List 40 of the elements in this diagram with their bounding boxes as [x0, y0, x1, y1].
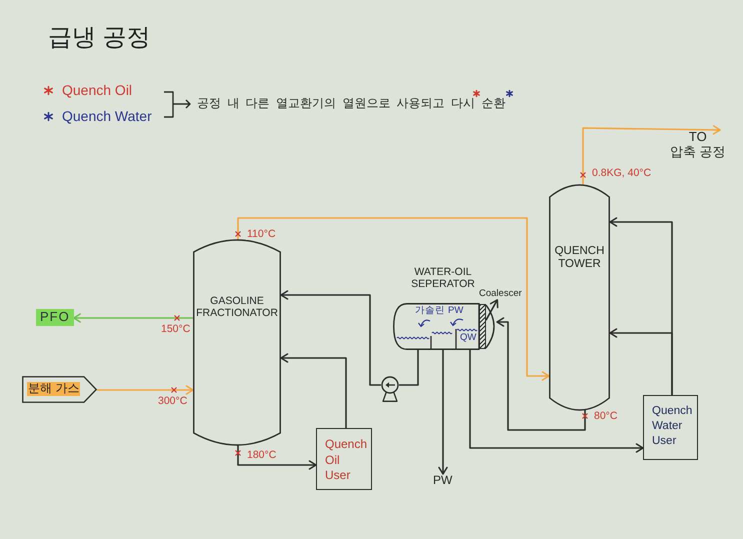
- part-label: Coalescer: [479, 289, 522, 300]
- stream-line: [399, 350, 419, 386]
- outlet-label: PW: [433, 474, 452, 488]
- product-tag: PFO: [36, 309, 74, 326]
- stream-arrow: [609, 328, 673, 395]
- stream-arrow: [582, 125, 721, 185]
- vessel-title: WATER-OIL SEPERATOR: [410, 266, 476, 290]
- edge-label: 300°C: [157, 395, 188, 408]
- stream-arrow: [72, 313, 193, 323]
- compartment-label: QW: [460, 333, 476, 344]
- vessel-label: GASOLINE FRACTIONATOR: [196, 295, 278, 320]
- edge-label: 80°C: [593, 410, 618, 422]
- stream-arrow: [280, 290, 381, 386]
- stream-arrow: [237, 217, 550, 381]
- compartment-label: 가솔린: [415, 306, 445, 317]
- box-label: Quench Water User: [652, 404, 692, 449]
- user-box: [316, 428, 372, 490]
- edge-label: 110°C: [246, 228, 277, 240]
- compartment-label: PW: [448, 306, 464, 317]
- leader-arrow: [485, 299, 498, 321]
- diagram-title: 급냉 공정: [48, 24, 151, 52]
- pump-icon: [381, 376, 399, 402]
- stream-arrow: [438, 350, 448, 475]
- edge-label: 0.8KG, 40°C: [591, 167, 652, 180]
- stream-arrow: [97, 385, 194, 395]
- edge-label: 180°C: [246, 449, 278, 462]
- stream-arrow: [237, 445, 317, 470]
- stream-arrow: [280, 353, 347, 428]
- stream-name: 분해 가스: [27, 382, 80, 396]
- note-text: 공정 내 다른 열교환기의 열원으로 사용되고 다시 순환: [197, 97, 506, 111]
- stream-arrow: [496, 317, 586, 431]
- edge-label: 150°C: [160, 323, 192, 336]
- coalescer-plate: [479, 304, 486, 349]
- legend-label: Quench Water: [62, 108, 152, 124]
- vessel-label: QUENCH TOWER: [554, 245, 604, 272]
- legend-label: Quench Oil: [62, 82, 132, 98]
- stream-arrow: [469, 350, 644, 453]
- user-box: [643, 395, 698, 460]
- box-label: Quench Oil User: [325, 437, 368, 484]
- destination-label: TO 압축 공정: [670, 130, 726, 160]
